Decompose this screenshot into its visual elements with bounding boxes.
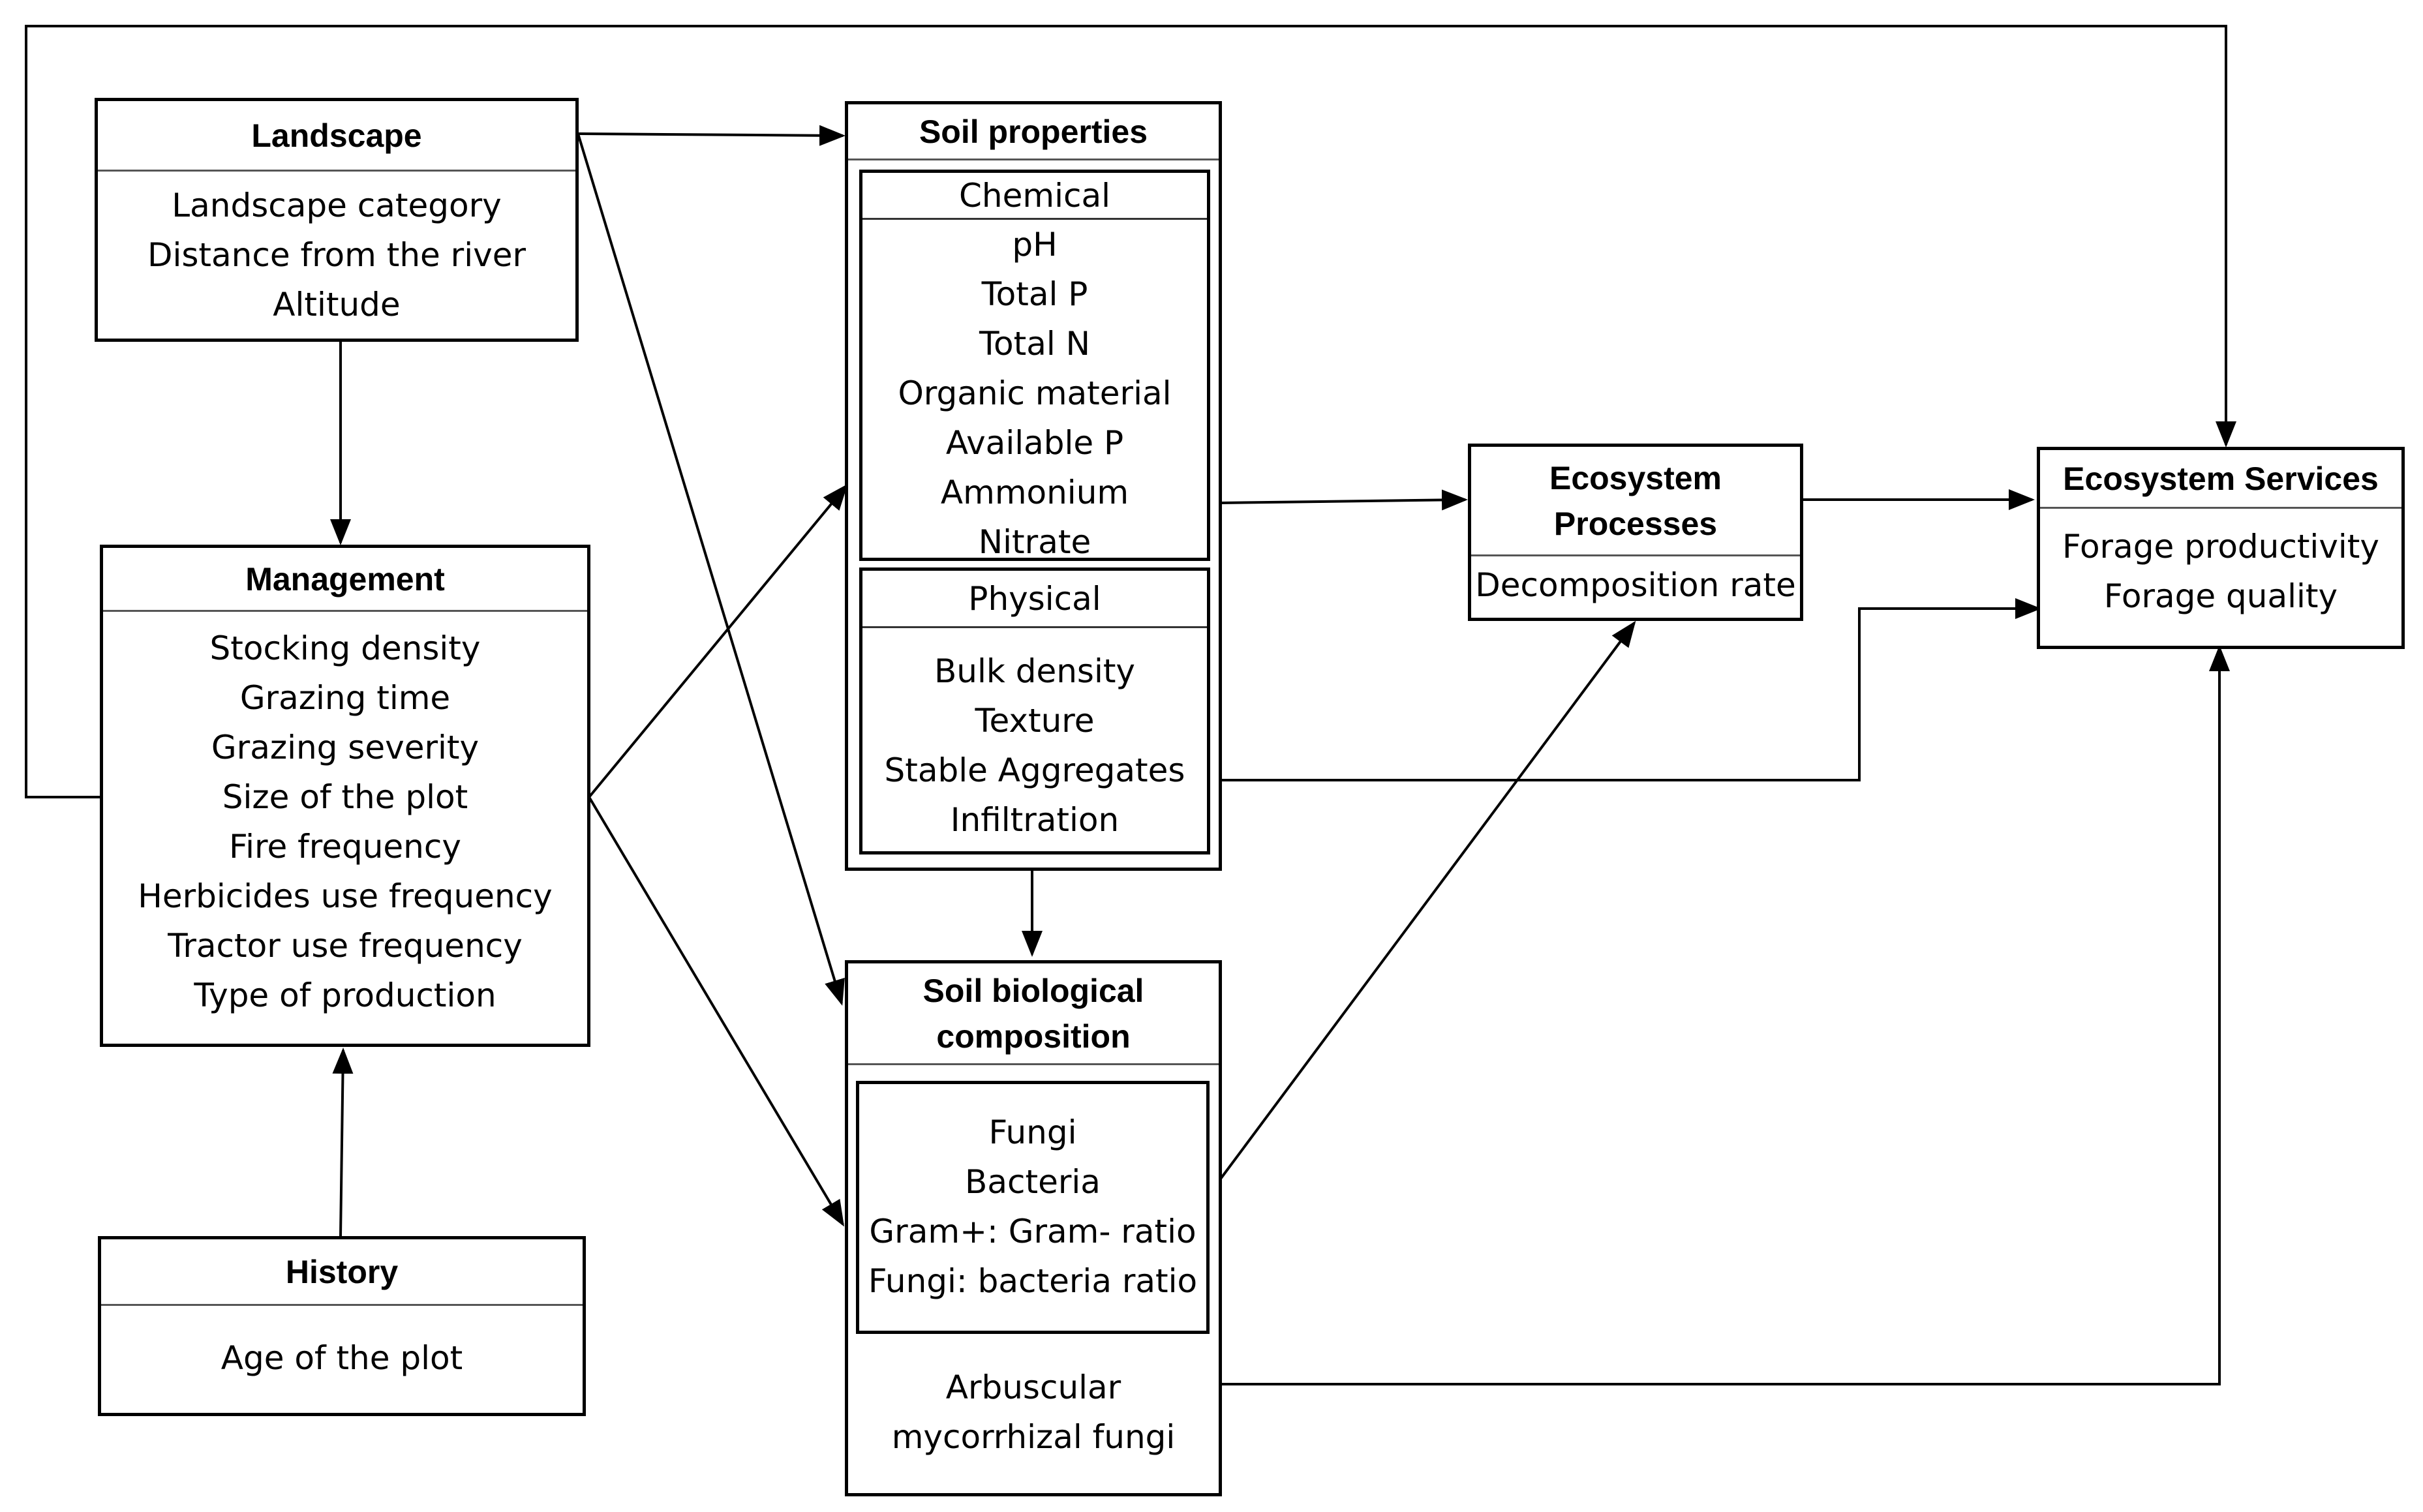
microbial-item: Fungi: bacteria ratio: [868, 1262, 1198, 1300]
arrow-chemical-to-processes: [1219, 489, 1468, 511]
physical-item: Stable Aggregates: [884, 751, 1185, 789]
landscape-box: Landscape Landscape category Distance fr…: [95, 98, 579, 342]
management-item: Tractor use frequency: [168, 927, 523, 965]
chemical-item: Available P: [945, 424, 1124, 462]
chemical-box: Chemical pH Total P Total N Organic mate…: [859, 170, 1210, 561]
ecosystem-processes-box: Ecosystem Processes Decomposition rate: [1468, 444, 1803, 621]
arrow-management-to-soil-biological: [588, 796, 845, 1227]
chemical-item: Total P: [981, 275, 1088, 313]
history-item: Age of the plot: [221, 1339, 463, 1377]
arrow-landscape-to-soil-biological: [577, 133, 845, 1006]
arrow-amf-to-services: [1220, 645, 2230, 1385]
chemical-items: pH Total P Total N Organic material Avai…: [862, 220, 1207, 567]
microbial-item: Fungi: [988, 1113, 1077, 1151]
ecosystem-processes-title-line2: Processes: [1553, 505, 1718, 542]
management-items: Stocking density Grazing time Grazing se…: [103, 612, 587, 1020]
soil-biological-title-line1: Soil biological: [922, 972, 1144, 1009]
chemical-item: Nitrate: [978, 523, 1091, 561]
chemical-item: Ammonium: [940, 474, 1129, 511]
ecosystem-services-box: Ecosystem Services Forage productivity F…: [2037, 447, 2405, 649]
ecosystem-services-item: Forage quality: [2103, 577, 2338, 615]
soil-properties-box: Soil properties Chemical pH Total P Tota…: [845, 101, 1222, 871]
ecosystem-services-items: Forage productivity Forage quality: [2040, 509, 2401, 621]
history-items: Age of the plot: [101, 1306, 583, 1383]
management-item: Herbicides use frequency: [138, 877, 553, 915]
soil-properties-title: Soil properties: [848, 104, 1219, 160]
physical-item: Bulk density: [934, 652, 1136, 690]
arrow-physical-to-services: [1220, 598, 2041, 781]
chemical-item: pH: [1012, 226, 1058, 264]
chemical-item: Total N: [979, 325, 1091, 363]
ecosystem-processes-items: Decomposition rate: [1471, 556, 1800, 610]
ecosystem-services-title: Ecosystem Services: [2040, 450, 2401, 509]
microbial-item: Gram+: Gram- ratio: [869, 1213, 1196, 1250]
physical-title: Physical: [862, 571, 1207, 628]
landscape-items: Landscape category Distance from the riv…: [98, 172, 575, 329]
physical-box: Physical Bulk density Texture Stable Agg…: [859, 567, 1210, 854]
management-item: Type of production: [194, 976, 496, 1014]
soil-biological-title: Soil biological composition: [848, 963, 1219, 1065]
physical-items: Bulk density Texture Stable Aggregates I…: [862, 628, 1207, 845]
amf-line: mycorrhizal fungi: [891, 1418, 1176, 1456]
chemical-title: Chemical: [862, 173, 1207, 220]
microbial-item: Bacteria: [965, 1163, 1101, 1201]
physical-item: Infiltration: [950, 801, 1120, 839]
management-item: Size of the plot: [222, 778, 468, 816]
landscape-title: Landscape: [98, 101, 575, 172]
arrow-biological-to-processes: [1204, 620, 1636, 1200]
arrow-management-to-soil-properties: [588, 483, 848, 798]
microbial-items: Fungi Bacteria Gram+: Gram- ratio Fungi:…: [859, 1084, 1206, 1306]
history-title: History: [101, 1239, 583, 1306]
microbial-box: Fungi Bacteria Gram+: Gram- ratio Fungi:…: [856, 1081, 1210, 1334]
management-item: Stocking density: [209, 629, 481, 667]
physical-item: Texture: [975, 702, 1095, 740]
ecosystem-processes-item: Decomposition rate: [1475, 566, 1796, 604]
management-box: Management Stocking density Grazing time…: [100, 545, 590, 1047]
management-item: Grazing time: [239, 679, 451, 717]
arrow-history-to-management: [332, 1048, 354, 1237]
history-box: History Age of the plot: [98, 1236, 586, 1416]
soil-biological-box: Soil biological composition Fungi Bacter…: [845, 960, 1222, 1496]
landscape-item: Distance from the river: [147, 236, 526, 274]
amf-line: Arbuscular: [945, 1368, 1121, 1406]
ecosystem-services-item: Forage productivity: [2062, 528, 2380, 566]
ecosystem-processes-title-line1: Ecosystem: [1549, 459, 1722, 496]
arrow-management-to-services: [25, 25, 2236, 798]
chemical-item: Organic material: [898, 374, 1172, 412]
management-title: Management: [103, 548, 587, 612]
landscape-item: Landscape category: [172, 187, 502, 224]
soil-biological-title-line2: composition: [936, 1018, 1131, 1055]
amf-label: Arbuscular mycorrhizal fungi: [848, 1363, 1219, 1462]
management-item: Grazing severity: [211, 729, 480, 766]
ecosystem-processes-title: Ecosystem Processes: [1471, 447, 1800, 556]
arrow-landscape-to-soil-properties: [577, 125, 846, 146]
management-item: Fire frequency: [229, 828, 461, 866]
landscape-item: Altitude: [273, 286, 401, 324]
